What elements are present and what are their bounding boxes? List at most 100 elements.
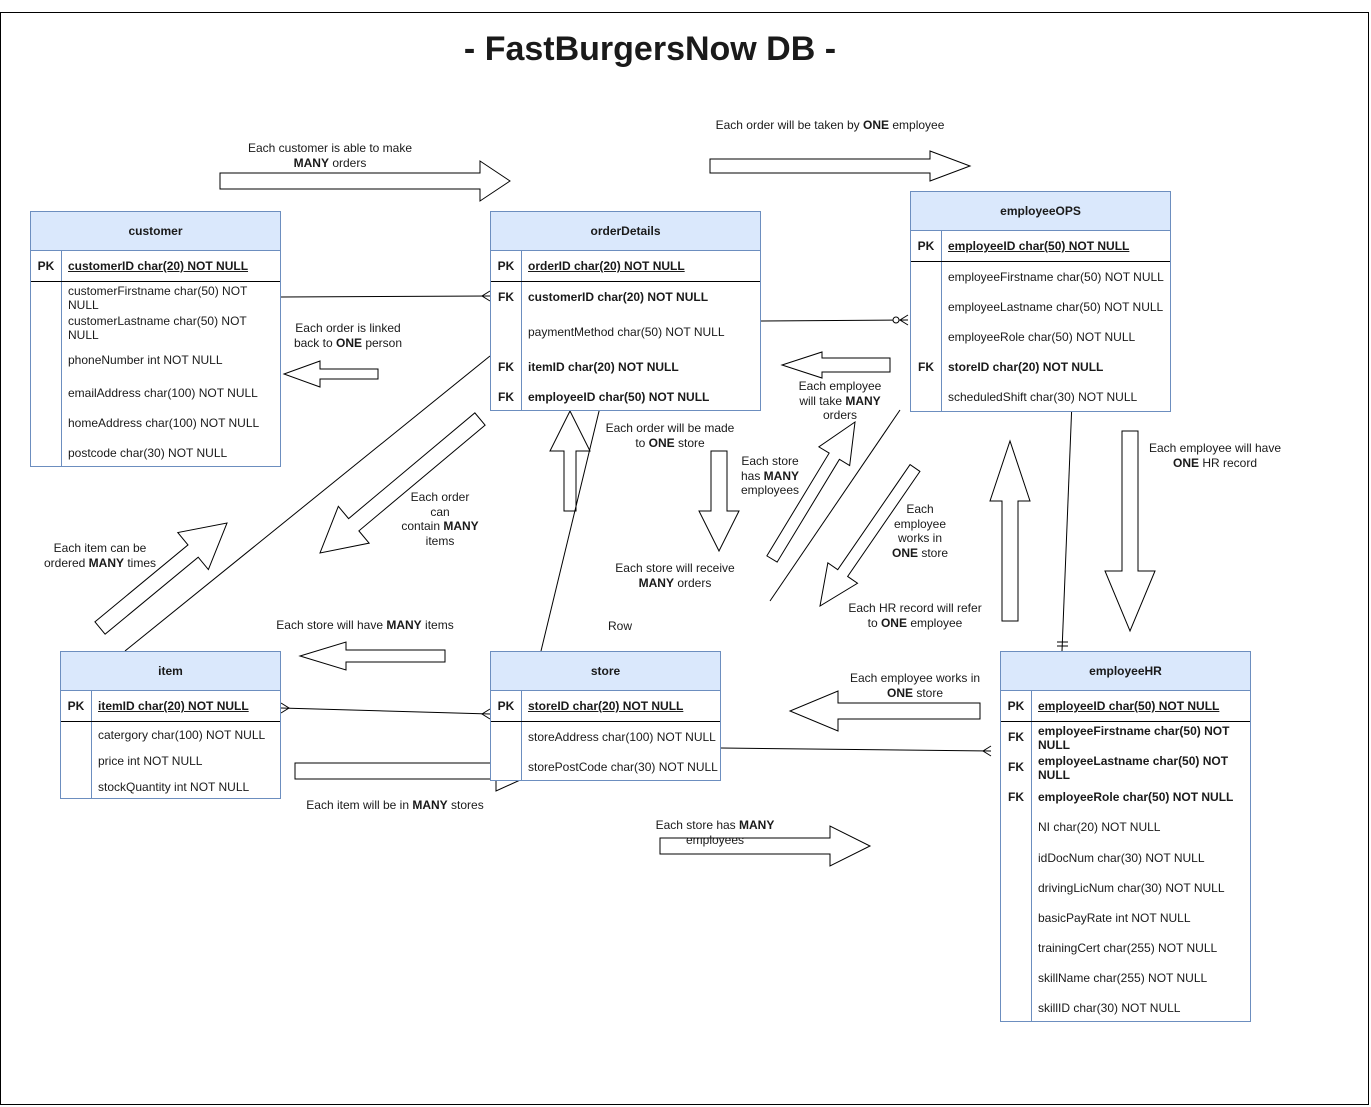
table-name: orderDetails <box>491 212 760 251</box>
crowfoot-hr-store <box>982 745 992 757</box>
field-row[interactable]: skillName char(255) NOT NULL <box>1001 963 1250 993</box>
key-column-divider <box>521 250 522 410</box>
line-customer-order <box>280 295 491 298</box>
note-store-has-many-emps: Each store has MANY employees <box>655 818 775 847</box>
note-order-one-store: Each order will be made to ONE store <box>605 421 735 450</box>
line-item-store <box>280 707 491 715</box>
field-definition: employeeRole char(50) NOT NULL <box>1038 790 1234 804</box>
diagram-title: - FastBurgersNow DB - <box>463 30 837 68</box>
field-definition: skillName char(255) NOT NULL <box>1038 971 1208 985</box>
field-row[interactable]: idDocNum char(30) NOT NULL <box>1001 843 1250 873</box>
field-definition: storeAddress char(100) NOT NULL <box>528 730 716 744</box>
crowfoot-order-customer <box>481 290 491 302</box>
primary-key-row[interactable]: PK employeeID char(50) NOT NULL <box>1001 691 1250 722</box>
key-marker: PK <box>497 259 515 273</box>
key-column-divider <box>61 250 62 466</box>
field-row[interactable]: skillID char(30) NOT NULL <box>1001 993 1250 1023</box>
field-definition: trainingCert char(255) NOT NULL <box>1038 941 1218 955</box>
field-row[interactable]: paymentMethod char(50) NOT NULL <box>491 312 760 352</box>
optional-circle-marker <box>892 316 900 324</box>
field-row[interactable]: homeAddress char(100) NOT NULL <box>31 408 280 438</box>
field-row[interactable]: storeAddress char(100) NOT NULL <box>491 722 720 752</box>
field-row[interactable]: basicPayRate int NOT NULL <box>1001 903 1250 933</box>
field-row[interactable]: postcode char(30) NOT NULL <box>31 438 280 468</box>
key-column-divider <box>521 690 522 780</box>
arrow-order-contains-items <box>319 412 486 554</box>
field-definition: itemID char(20) NOT NULL <box>98 699 249 713</box>
field-row[interactable]: catergory char(100) NOT NULL <box>61 722 280 748</box>
field-row[interactable]: scheduledShift char(30) NOT NULL <box>911 382 1170 413</box>
key-marker: PK <box>497 699 515 713</box>
field-definition: employeeID char(50) NOT NULL <box>528 390 710 404</box>
key-marker: FK <box>1008 760 1024 774</box>
note-order-one-person: Each order is linked back to ONE person <box>293 321 403 350</box>
field-definition: storeID char(20) NOT NULL <box>948 360 1104 374</box>
note-row-label: Row <box>607 619 632 633</box>
field-definition: emailAddress char(100) NOT NULL <box>68 386 258 400</box>
line-store-hr <box>720 747 992 752</box>
arrow-item-ordered-many <box>94 522 228 635</box>
field-definition: employeeID char(50) NOT NULL <box>1038 699 1220 713</box>
field-row[interactable]: emailAddress char(100) NOT NULL <box>31 378 280 408</box>
line-order-employee <box>760 319 909 322</box>
field-definition: customerLastname char(50) NOT NULL <box>68 314 247 342</box>
field-row[interactable]: drivingLicNum char(30) NOT NULL <box>1001 873 1250 903</box>
field-definition: stockQuantity int NOT NULL <box>98 780 250 794</box>
arrow-store-many-items <box>298 641 446 671</box>
note-order-many-items: Each order can contain MANY items <box>401 490 479 548</box>
key-marker: PK <box>1007 699 1025 713</box>
field-row[interactable]: NI char(20) NOT NULL <box>1001 812 1250 843</box>
arrow-store-to-order <box>549 409 591 512</box>
note-item-many-times: Each item can be ordered MANY times <box>43 541 157 570</box>
field-row[interactable]: storePostCode char(30) NOT NULL <box>491 752 720 782</box>
field-row[interactable]: employeeLastname char(50) NOT NULL <box>911 292 1170 322</box>
field-definition: NI char(20) NOT NULL <box>1038 820 1161 834</box>
key-marker: FK <box>1008 730 1024 744</box>
note-store-many-orders: Each store will receive MANY orders <box>615 561 735 590</box>
field-row[interactable]: customerLastname char(50) NOT NULL <box>31 312 280 342</box>
field-definition: skillID char(30) NOT NULL <box>1038 1001 1181 1015</box>
note-store-many-emps: Each store has MANY employees <box>740 454 800 497</box>
field-row[interactable]: employeeFirstname char(50) NOT NULL <box>911 262 1170 292</box>
field-definition: idDocNum char(30) NOT NULL <box>1038 851 1205 865</box>
field-row[interactable]: employeeRole char(50) NOT NULL <box>911 322 1170 352</box>
field-definition: drivingLicNum char(30) NOT NULL <box>1038 881 1225 895</box>
field-definition: employeeID char(50) NOT NULL <box>948 239 1130 253</box>
field-row[interactable]: phoneNumber int NOT NULL <box>31 342 280 378</box>
table-name: employeeOPS <box>911 192 1170 231</box>
field-definition: homeAddress char(100) NOT NULL <box>68 416 260 430</box>
note-emp-one-store: Each employee works in ONE store <box>891 502 949 560</box>
field-definition: phoneNumber int NOT NULL <box>68 353 223 367</box>
field-definition: employeeFirstname char(50) NOT NULL <box>1038 724 1230 752</box>
arrow-order-to-employee <box>709 150 972 182</box>
field-row[interactable]: customerFirstname char(50) NOT NULL <box>31 282 280 312</box>
field-definition: employeeLastname char(50) NOT NULL <box>948 300 1164 314</box>
table-name: customer <box>31 212 280 251</box>
field-row[interactable]: price int NOT NULL <box>61 748 280 774</box>
field-row[interactable]: stockQuantity int NOT NULL <box>61 774 280 800</box>
field-row[interactable]: FK employeeFirstname char(50) NOT NULL <box>1001 722 1250 752</box>
arrow-employee-one-store <box>819 463 921 608</box>
field-row[interactable]: trainingCert char(255) NOT NULL <box>1001 933 1250 963</box>
line-store-employee <box>769 409 901 602</box>
field-definition: customerFirstname char(50) NOT NULL <box>68 284 248 312</box>
line-employeeops-hr <box>1061 400 1073 652</box>
field-definition: employeeRole char(50) NOT NULL <box>948 330 1136 344</box>
